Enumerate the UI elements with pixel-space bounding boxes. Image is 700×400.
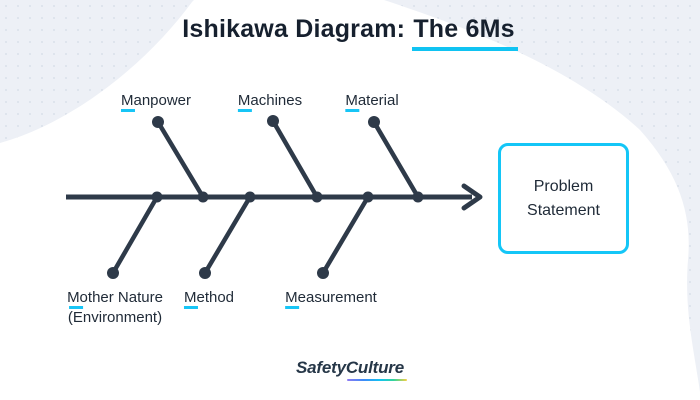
cause-label-mother-nature: Mother Nature (Environment) [67, 288, 163, 328]
spine-junction-dot [151, 191, 163, 203]
page-title-prefix: Ishikawa Diagram: [182, 15, 413, 43]
branch-tip-dot-material [368, 116, 380, 128]
cause-label-text: Machines [237, 92, 303, 109]
cause-label-text: Method [183, 289, 235, 306]
cause-label-measurement: Measurement [285, 289, 377, 309]
branch-tip-dot-method [199, 267, 211, 279]
brand-gradient-underline [346, 378, 407, 381]
cause-label-text: Mother Nature [67, 289, 163, 306]
problem-statement-box: Problem Statement [498, 143, 629, 254]
cause-label-machines: Machines [237, 92, 303, 112]
problem-statement-text: Problem Statement [527, 177, 600, 219]
cause-label-text: Measurement [285, 289, 377, 306]
brand-logo: SafetyCulture [0, 358, 700, 381]
first-letter-underline [285, 306, 300, 309]
first-letter-underline [345, 109, 360, 112]
branch-line-machines [270, 118, 320, 200]
cause-label-material: Material [345, 92, 399, 112]
cause-label-manpower: Manpower [120, 92, 192, 112]
page-title: Ishikawa Diagram: The 6Ms [0, 15, 700, 51]
spine-junction-dot [197, 191, 209, 203]
brand-logo-culture: Culture [346, 358, 407, 381]
page-title-highlight: The 6Ms [412, 15, 518, 51]
cause-label-text: Manpower [120, 92, 192, 109]
spine-junction-dot [412, 191, 424, 203]
branch-line-method [202, 194, 253, 276]
cause-label-method: Method [183, 289, 235, 309]
first-letter-underline [183, 306, 198, 309]
spine-junction-dot [244, 191, 256, 203]
branch-tip-dot-manpower [152, 116, 164, 128]
cause-label-subtext: (Environment) [67, 309, 163, 326]
cause-label-text: Material [345, 92, 399, 109]
spine-junction-dot [311, 191, 323, 203]
branch-tip-dot-measurement [317, 267, 329, 279]
spine-junction-dot [362, 191, 374, 203]
branch-line-measurement [320, 194, 371, 276]
branch-line-material [371, 119, 421, 200]
brand-logo-safety: Safety [296, 358, 346, 377]
branch-line-manpower [155, 119, 206, 200]
first-letter-underline [120, 109, 135, 112]
first-letter-underline [69, 306, 84, 309]
branch-line-mother-nature [110, 194, 160, 276]
branch-tip-dot-mother-nature [107, 267, 119, 279]
first-letter-underline [237, 109, 252, 112]
spine-arrowhead-icon [461, 183, 483, 211]
branch-tip-dot-machines [267, 115, 279, 127]
